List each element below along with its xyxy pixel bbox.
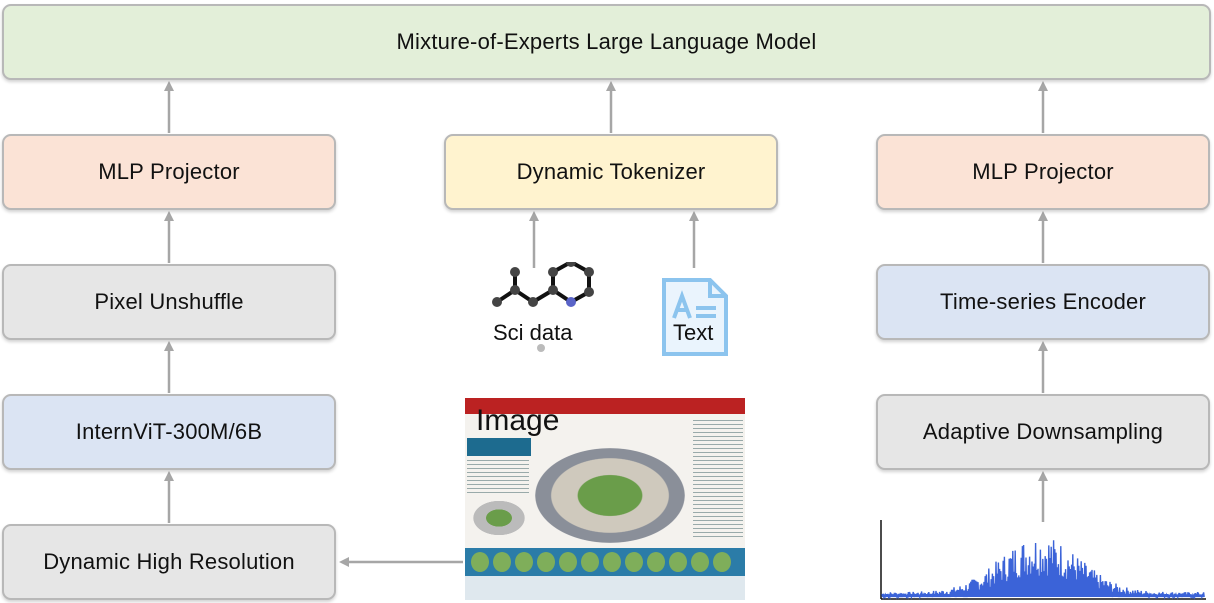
llm-label: Mixture-of-Experts Large Language Model — [396, 29, 817, 54]
sci-data-label: Sci data — [493, 320, 573, 345]
pixel-unshuffle-label: Pixel Unshuffle — [94, 289, 244, 314]
adaptive-downsampling-label: Adaptive Downsampling — [922, 419, 1164, 444]
left-mlp-projector-box: MLP Projector — [2, 134, 336, 210]
molecule-icon — [492, 262, 594, 352]
time-series-encoder-label: Time-series Encoder — [940, 289, 1146, 314]
text-label: Text — [673, 320, 714, 345]
adaptive-downsampling-box: Adaptive Downsampling — [876, 394, 1210, 470]
paper-title-banner — [467, 438, 531, 456]
stadium-illustration — [535, 448, 685, 543]
internvit-box: InternViT-300M/6B — [2, 394, 336, 470]
pixel-unshuffle-box: Pixel Unshuffle — [2, 264, 336, 340]
llm-box: Mixture-of-Experts Large Language Model — [2, 4, 1211, 80]
image-label: Image — [476, 404, 560, 437]
left-mlp-projector-label: MLP Projector — [98, 159, 240, 184]
signal-waveform — [881, 540, 1205, 600]
paper-text-column-right — [693, 420, 743, 540]
paper-footer — [465, 576, 745, 600]
time-series-encoder-box: Time-series Encoder — [876, 264, 1210, 340]
dynamic-high-resolution-label: Dynamic High Resolution — [43, 549, 295, 574]
dynamic-tokenizer-box: Dynamic Tokenizer — [444, 134, 778, 210]
right-mlp-projector-box: MLP Projector — [876, 134, 1210, 210]
time-series-signal — [880, 520, 1206, 600]
internvit-label: InternViT-300M/6B — [75, 419, 263, 444]
stadium-illustration-small — [469, 498, 529, 538]
stadium-newspaper-image — [465, 398, 745, 600]
text-document-icon — [662, 278, 728, 356]
paper-header — [465, 398, 745, 414]
dynamic-tokenizer-label: Dynamic Tokenizer — [516, 159, 706, 184]
right-mlp-projector-label: MLP Projector — [972, 159, 1114, 184]
dynamic-high-resolution-box: Dynamic High Resolution — [2, 524, 336, 600]
paper-text-column — [467, 460, 529, 496]
